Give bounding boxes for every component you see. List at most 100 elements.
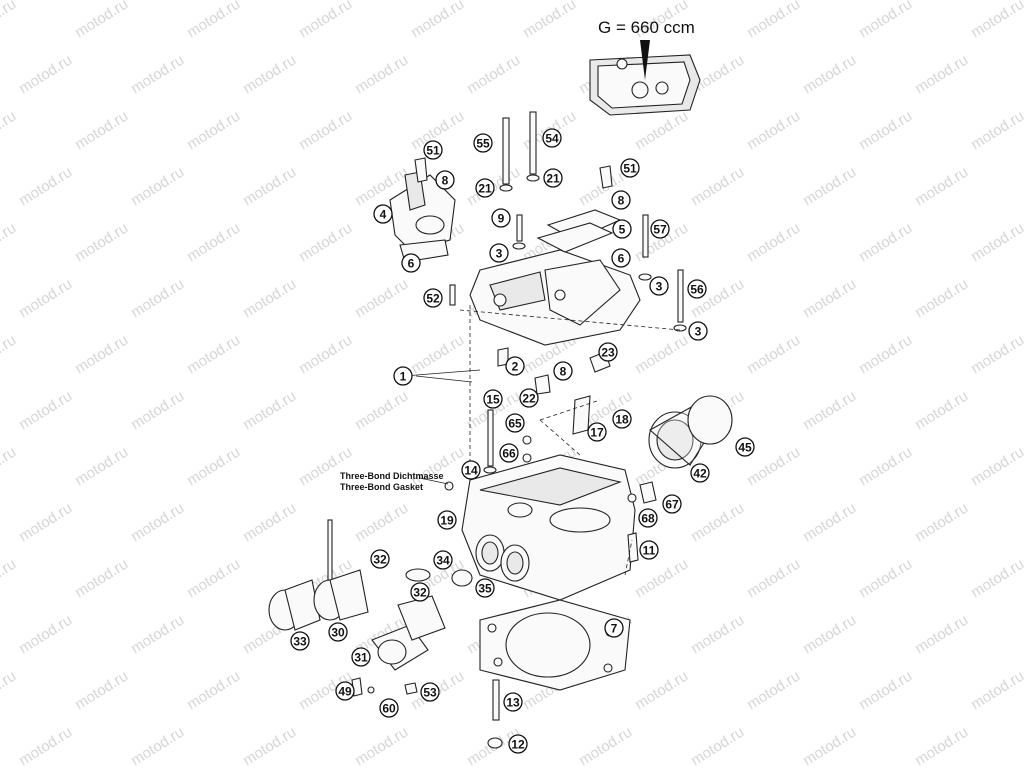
callout-55: 55 (473, 133, 493, 153)
callout-3: 3 (649, 276, 669, 296)
callout-label: 13 (506, 696, 520, 710)
callout-label: 60 (382, 702, 396, 716)
callout-label: 14 (464, 464, 478, 478)
callout-3: 3 (489, 243, 509, 263)
callout-label: 6 (618, 252, 625, 266)
callout-6: 6 (611, 248, 631, 268)
callout-label: 22 (522, 392, 536, 406)
callout-label: 45 (738, 441, 752, 455)
callout-label: 17 (590, 426, 604, 440)
callout-label: 5 (619, 223, 626, 237)
cylinder-head (461, 454, 636, 601)
head-gasket (479, 599, 631, 691)
callout-4: 4 (373, 204, 393, 224)
callout-8: 8 (553, 361, 573, 381)
callout-label: 8 (442, 174, 449, 188)
callout-label: 19 (440, 514, 454, 528)
callout-label: 51 (623, 162, 637, 176)
small-hardware (351, 157, 657, 697)
callout-32: 32 (370, 549, 390, 569)
callout-label: 33 (293, 635, 307, 649)
callout-label: 67 (665, 498, 679, 512)
callout-18: 18 (612, 409, 632, 429)
callout-label: 7 (611, 622, 618, 636)
callout-label: 3 (656, 280, 663, 294)
callout-12: 12 (508, 734, 528, 754)
exhaust-parts (268, 568, 473, 671)
callout-54: 54 (542, 128, 562, 148)
callout-23: 23 (598, 342, 618, 362)
callout-53: 53 (420, 682, 440, 702)
sealant-note-en: Three-Bond Gasket (340, 482, 424, 492)
callout-68: 68 (638, 508, 658, 528)
callout-31: 31 (351, 647, 371, 667)
callout-1: 1 (393, 366, 413, 386)
callout-label: 8 (618, 194, 625, 208)
callout-30: 30 (328, 622, 348, 642)
cover-plate (536, 209, 622, 253)
callout-label: 31 (354, 651, 368, 665)
callout-56: 56 (687, 279, 707, 299)
callout-label: 21 (478, 182, 492, 196)
callout-label: 15 (486, 393, 500, 407)
callout-label: 68 (641, 512, 655, 526)
washers (483, 174, 687, 749)
callout-17: 17 (587, 422, 607, 442)
callout-34: 34 (433, 550, 453, 570)
callout-label: 4 (380, 208, 387, 222)
sealant-note-de: Three-Bond Dichtmasse (340, 471, 444, 481)
callout-35: 35 (475, 578, 495, 598)
callout-label: 8 (560, 365, 567, 379)
callout-13: 13 (503, 692, 523, 712)
callout-8: 8 (611, 190, 631, 210)
callout-67: 67 (662, 494, 682, 514)
callout-14: 14 (461, 460, 481, 480)
callout-label: 56 (690, 283, 704, 297)
callout-label: 51 (426, 144, 440, 158)
callout-label: 52 (426, 292, 440, 306)
callout-51: 51 (620, 158, 640, 178)
callout-label: 35 (478, 582, 492, 596)
callout-label: 12 (511, 738, 525, 752)
intake-boot (648, 395, 733, 469)
callout-label: 23 (601, 346, 615, 360)
callout-label: 66 (502, 447, 516, 461)
callout-52: 52 (423, 288, 443, 308)
callout-label: 49 (338, 685, 352, 699)
callout-label: 53 (423, 686, 437, 700)
callout-45: 45 (735, 437, 755, 457)
valve-cover (469, 249, 641, 346)
callout-57: 57 (650, 219, 670, 239)
callout-label: 2 (512, 360, 519, 374)
callout-label: 42 (693, 467, 707, 481)
callout-2: 2 (505, 356, 525, 376)
callout-65: 65 (505, 413, 525, 433)
callout-label: 3 (496, 247, 503, 261)
callout-label: 3 (695, 325, 702, 339)
callout-label: 34 (436, 554, 450, 568)
callout-19: 19 (437, 510, 457, 530)
callout-label: 11 (643, 544, 656, 558)
callout-42: 42 (690, 463, 710, 483)
leader-lines (403, 305, 681, 576)
callout-label: 65 (508, 417, 522, 431)
callout-label: 6 (408, 257, 415, 271)
callout-label: 54 (545, 132, 559, 146)
callout-label: 32 (373, 553, 387, 567)
callout-label: 1 (400, 370, 407, 384)
callout-label: 55 (476, 137, 490, 151)
callout-22: 22 (519, 388, 539, 408)
callout-49: 49 (335, 681, 355, 701)
callout-label: 9 (498, 212, 505, 226)
callout-15: 15 (483, 389, 503, 409)
callout-21: 21 (543, 168, 563, 188)
head-bolts (327, 111, 684, 721)
callout-label: 57 (653, 223, 667, 237)
callout-8: 8 (435, 170, 455, 190)
callout-label: 32 (413, 586, 427, 600)
callout-7: 7 (604, 618, 624, 638)
inset-cylinder-head (589, 40, 701, 116)
callout-66: 66 (499, 443, 519, 463)
